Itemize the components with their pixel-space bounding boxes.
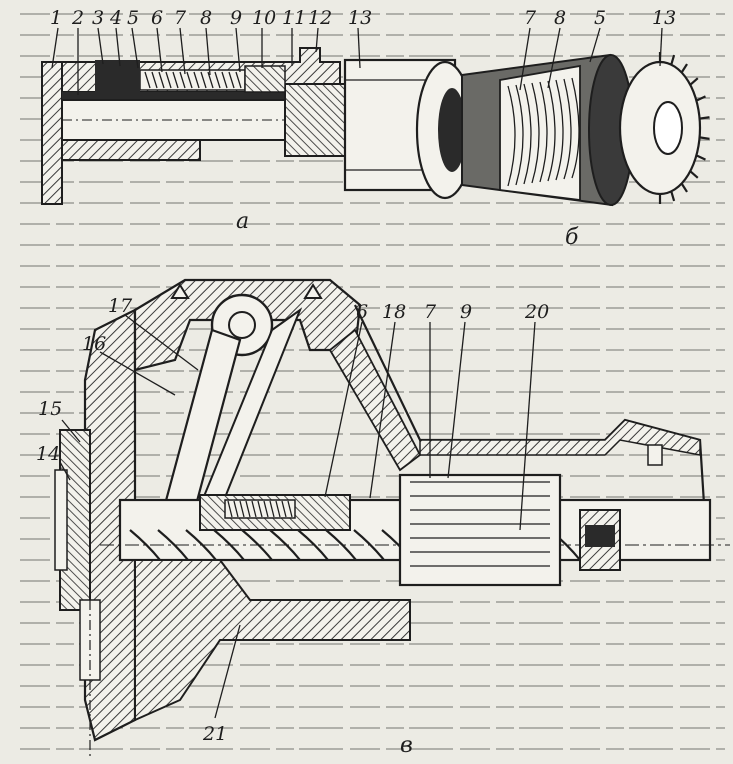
callout-a-13: 13 (348, 7, 372, 29)
callout-a-1: 1 (50, 7, 62, 29)
callout-a-8: 8 (200, 7, 212, 29)
leader-lines (51, 27, 663, 719)
caption-a: а (236, 209, 249, 234)
callout-c-18: 18 (382, 301, 406, 323)
callout-c-6: 6 (356, 301, 368, 323)
callout-a-10: 10 (252, 7, 276, 29)
callout-b-7: 7 (524, 7, 537, 29)
pinion-teeth-c (410, 481, 550, 567)
pinion-teeth-b (658, 52, 710, 204)
panel-b-perspective-drawing (415, 52, 710, 207)
callout-c-16: 16 (82, 333, 106, 355)
callout-a-9: 9 (230, 7, 242, 29)
spring-coils-a (144, 71, 242, 89)
callout-c-17: 17 (108, 295, 133, 317)
callout-a-4: 4 (109, 7, 122, 29)
callout-a-11: 11 (282, 7, 306, 29)
spring-coils-c (227, 500, 293, 518)
callout-c-7: 7 (424, 301, 437, 323)
callout-b-13: 13 (652, 7, 676, 29)
spring-coils-b (507, 77, 580, 187)
callout-c-15: 15 (38, 398, 62, 420)
callout-c-14: 14 (36, 443, 60, 465)
callout-a-7: 7 (174, 7, 187, 29)
caption-c: в (400, 733, 413, 758)
callout-a-2: 2 (71, 7, 84, 29)
callout-a-5: 5 (127, 7, 139, 29)
callout-labels: 1 2 3 4 5 6 7 8 9 10 11 12 13 а 7 8 5 13… (36, 7, 676, 758)
caption-b: б (565, 225, 579, 250)
panel-a-section-drawing (41, 47, 457, 205)
callout-c-21: 21 (202, 723, 227, 745)
callout-a-6: 6 (151, 7, 163, 29)
callout-b-5: 5 (594, 7, 606, 29)
callout-a-3: 3 (92, 7, 104, 29)
callout-c-20: 20 (524, 301, 549, 323)
panel-c-assembly-drawing (54, 278, 730, 760)
callout-a-12: 12 (308, 7, 332, 29)
callout-c-9: 9 (460, 301, 472, 323)
callout-b-8: 8 (554, 7, 566, 29)
